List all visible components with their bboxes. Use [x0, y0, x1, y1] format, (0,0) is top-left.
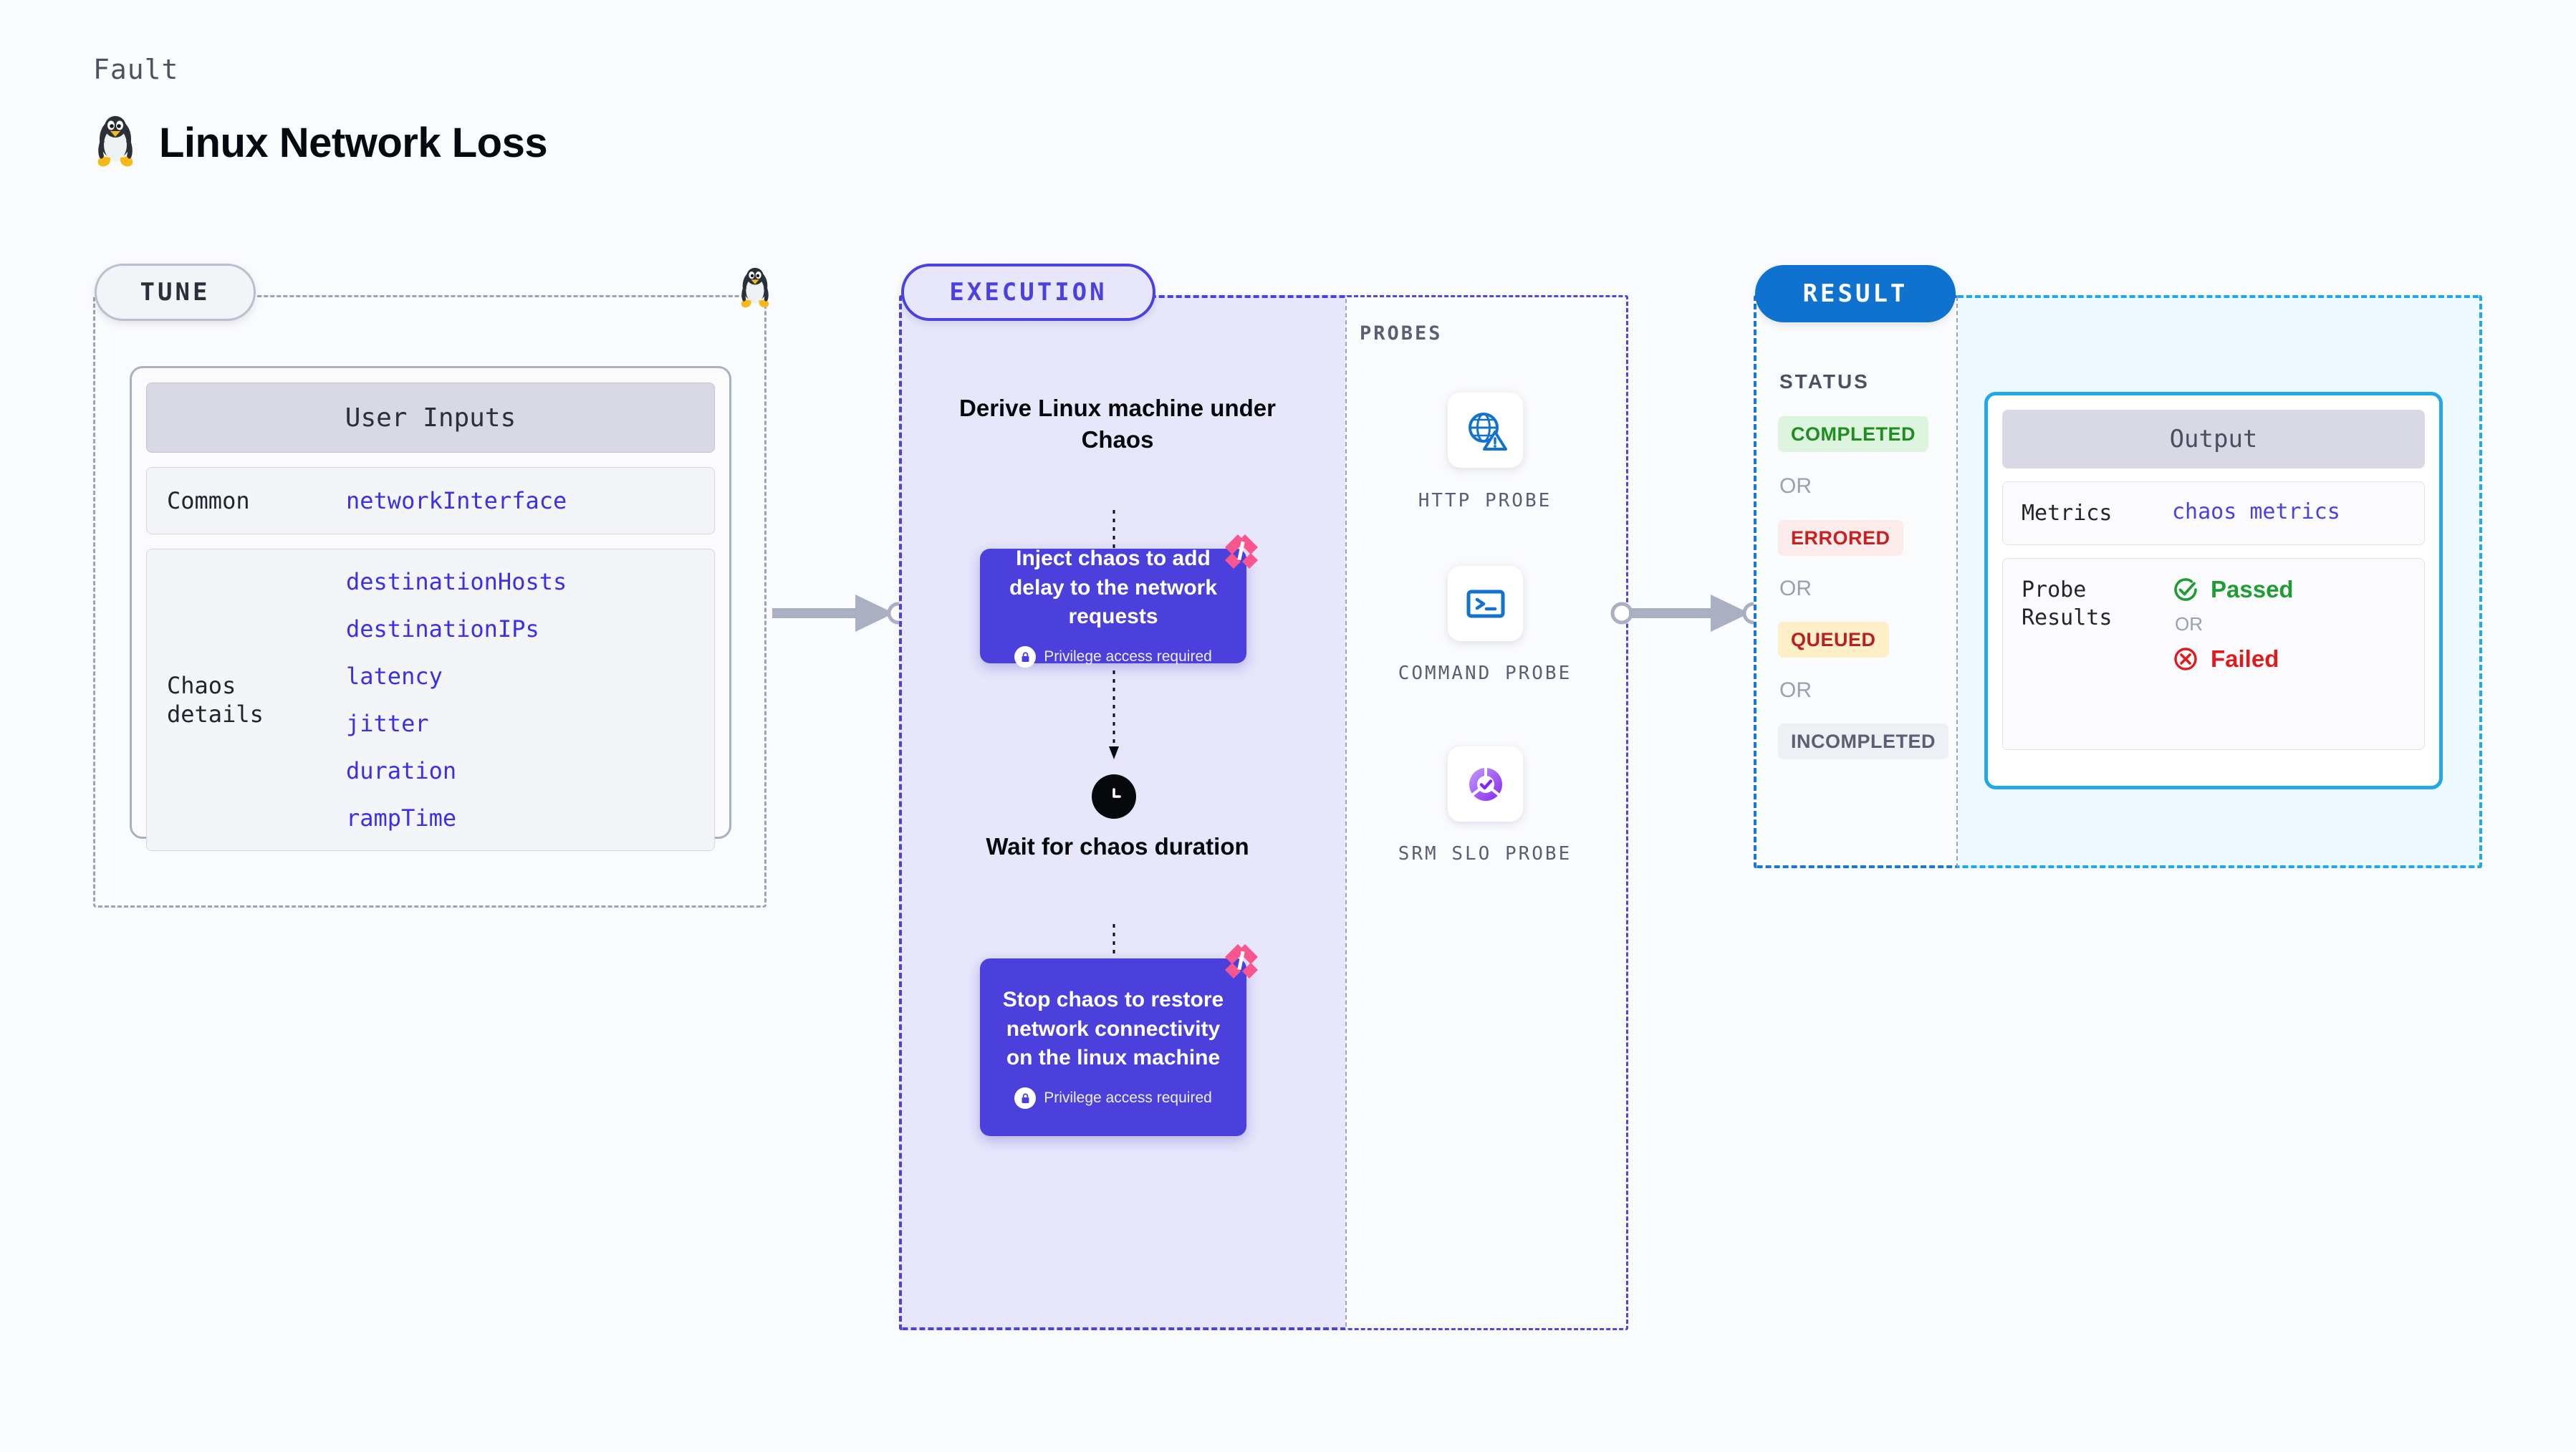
status-badge-incompleted: INCOMPLETED: [1778, 723, 1949, 759]
input-row-label: Chaos details: [167, 672, 264, 728]
execution-node-inject-chaos[interactable]: Inject chaos to add delay to the network…: [980, 534, 1258, 668]
input-row-common: Common networkInterface: [146, 467, 715, 534]
status-badge-completed: COMPLETED: [1778, 416, 1929, 452]
clock-icon: [1092, 774, 1136, 819]
input-row-values: networkInterface: [346, 487, 567, 514]
output-row-probe-results: Probe Results Passed OR: [2002, 558, 2425, 750]
terminal-icon: [1464, 582, 1508, 626]
privilege-note: Privilege access required: [1014, 1087, 1212, 1110]
user-inputs-card: User Inputs Common networkInterface Chao…: [130, 366, 731, 851]
input-row-label: Common: [167, 487, 250, 514]
input-row-values: destinationHosts destinationIPs latency …: [346, 568, 567, 832]
param-latency[interactable]: latency: [346, 663, 443, 690]
probe-result-or: OR: [2175, 613, 2203, 635]
result-panel: [1754, 295, 1958, 868]
result-badge[interactable]: RESULT: [1755, 265, 1956, 322]
privilege-note: Privilege access required: [1014, 646, 1212, 668]
param-ramptime[interactable]: rampTime: [346, 804, 457, 832]
step-derive-linux-machine: Derive Linux machine under Chaos: [959, 395, 1276, 453]
x-circle-icon: [2172, 645, 2199, 673]
probe-label-srm-slo: SRM SLO PROBE: [1398, 843, 1572, 865]
slo-donut-check-icon: [1464, 762, 1508, 807]
output-row-metrics: Metrics chaos metrics: [2002, 481, 2425, 545]
probe-card-command[interactable]: [1448, 566, 1523, 641]
param-destinationhosts[interactable]: destinationHosts: [346, 568, 567, 595]
param-duration[interactable]: duration: [346, 757, 457, 784]
privilege-note-label: Privilege access required: [1044, 1090, 1212, 1107]
lock-icon: [1014, 646, 1037, 668]
probes-title: PROBES: [1360, 322, 1443, 345]
harness-logo-icon: [1221, 532, 1262, 573]
dotted-arrow-2: [1105, 670, 1123, 761]
status-title: STATUS: [1779, 370, 1870, 393]
execution-node-label: Stop chaos to restore network connectivi…: [1002, 987, 1224, 1070]
connector-arrow-execution-to-result: [1610, 587, 1768, 639]
probe-result-passed: Passed: [2172, 576, 2294, 603]
execution-badge[interactable]: EXECUTION: [901, 264, 1155, 321]
step-wait-for-chaos-duration: Wait for chaos duration: [986, 833, 1249, 860]
probe-label-http: HTTP PROBE: [1418, 490, 1552, 511]
input-row-chaos-details: Chaos details destinationHosts destinati…: [146, 549, 715, 851]
probe-result-passed-label: Passed: [2211, 576, 2294, 602]
probe-label-command: COMMAND PROBE: [1398, 663, 1572, 684]
output-metrics-label: Metrics: [2022, 501, 2113, 526]
status-or-1: OR: [1779, 474, 1812, 498]
param-networkinterface[interactable]: networkInterface: [346, 487, 567, 514]
execution-node-stop-chaos[interactable]: Stop chaos to restore network connectivi…: [980, 944, 1258, 1136]
connector-arrow-tune-to-execution: [766, 587, 910, 639]
output-metrics-value[interactable]: chaos metrics: [2172, 499, 2340, 524]
user-inputs-header: User Inputs: [146, 383, 715, 453]
status-or-3: OR: [1779, 678, 1812, 702]
param-destinationips[interactable]: destinationIPs: [346, 615, 539, 643]
status-badge-queued: QUEUED: [1778, 622, 1889, 658]
status-badge-errored: ERRORED: [1778, 520, 1903, 556]
privilege-note-label: Privilege access required: [1044, 648, 1212, 665]
probe-result-failed-label: Failed: [2211, 645, 2279, 672]
probe-result-failed: Failed: [2172, 645, 2294, 673]
linux-penguin-icon: [92, 115, 139, 170]
execution-node-label: Inject chaos to add delay to the network…: [1009, 546, 1218, 629]
check-circle-icon: [2172, 576, 2199, 603]
fault-kicker-label: Fault: [93, 54, 179, 85]
probe-card-srm-slo[interactable]: [1448, 746, 1523, 822]
probe-card-http[interactable]: [1448, 393, 1523, 468]
globe-warning-icon: [1464, 408, 1508, 453]
output-header: Output: [2002, 410, 2425, 468]
tune-badge[interactable]: TUNE: [95, 264, 256, 321]
output-probe-results-label: Probe Results: [2022, 577, 2113, 630]
harness-logo-icon: [1221, 941, 1262, 983]
output-card: Output Metrics chaos metrics Probe Resul…: [1984, 392, 2443, 789]
page-title: Linux Network Loss: [159, 119, 548, 166]
lock-icon: [1014, 1087, 1037, 1110]
param-jitter[interactable]: jitter: [346, 710, 429, 737]
status-or-2: OR: [1779, 577, 1812, 600]
fault-title-row: Linux Network Loss: [92, 115, 548, 170]
linux-penguin-icon: [736, 266, 774, 311]
tune-panel: User Inputs Common networkInterface Chao…: [93, 295, 766, 908]
